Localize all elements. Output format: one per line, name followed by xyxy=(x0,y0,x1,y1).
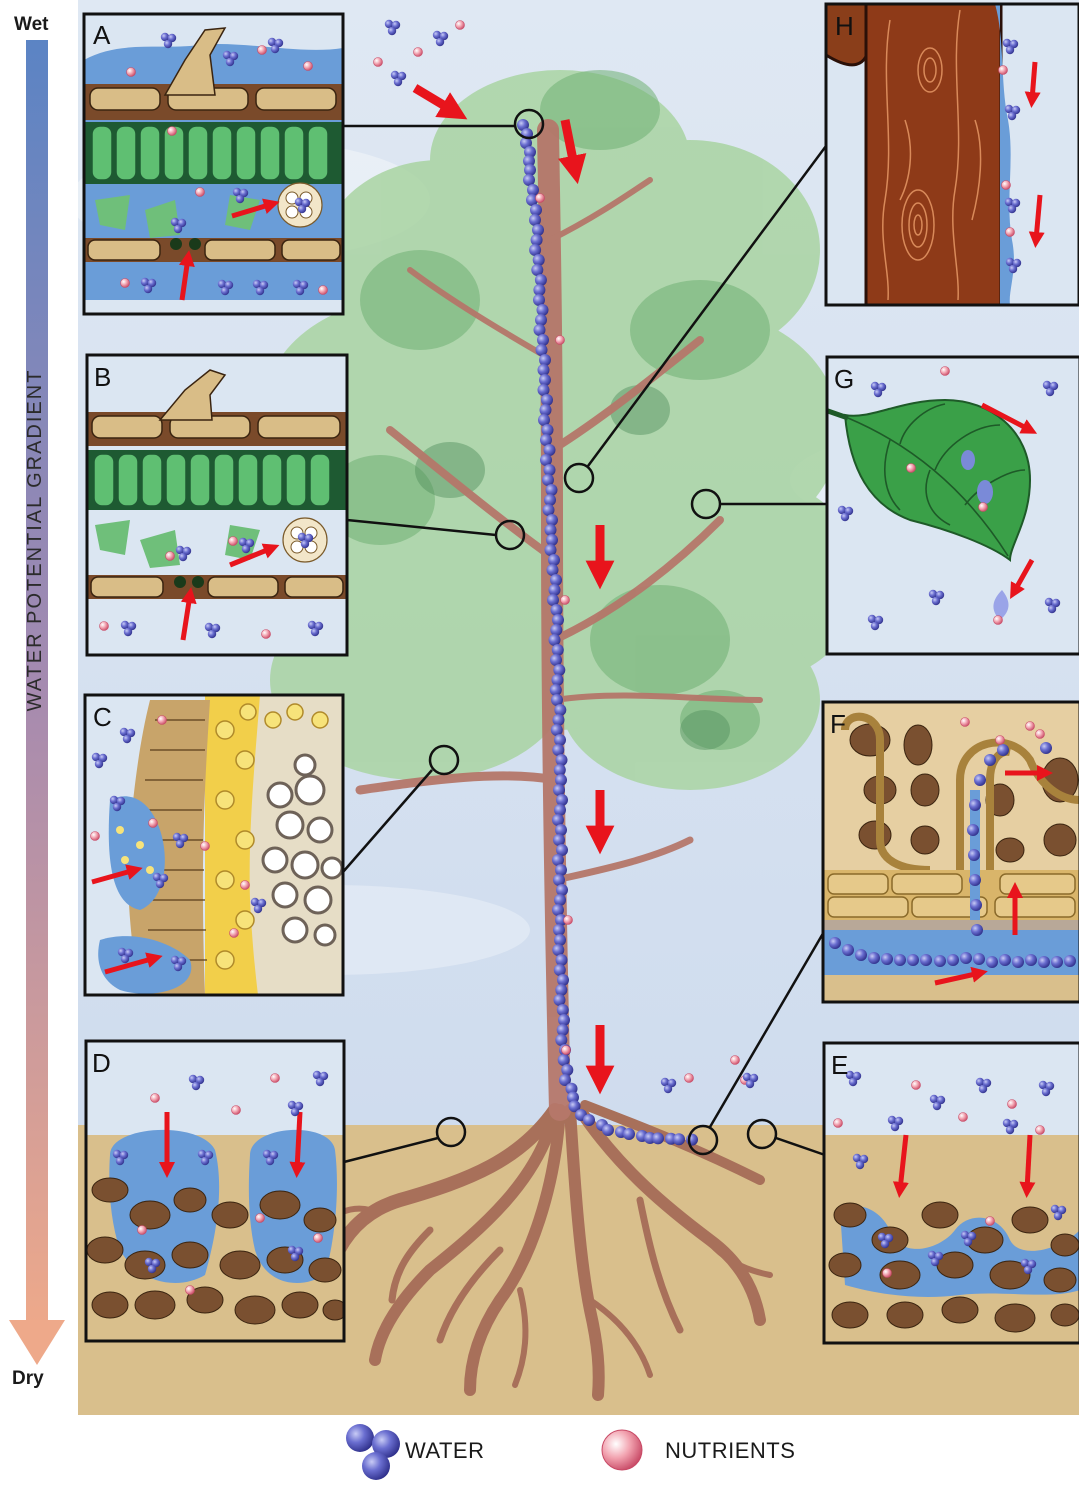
panel-g-letter: G xyxy=(834,364,854,394)
xylem-water-bead xyxy=(556,954,568,966)
panel-c: C xyxy=(85,695,343,995)
xylem-water-bead xyxy=(602,1124,614,1136)
xylem-water-bead xyxy=(555,864,567,876)
panel-a-letter: A xyxy=(93,20,111,50)
panel-c-letter: C xyxy=(93,702,112,732)
panel-g: G xyxy=(825,357,1079,654)
xylem-water-bead xyxy=(583,1114,595,1126)
xylem-water-bead xyxy=(673,1133,685,1145)
xylem-water-bead xyxy=(554,934,566,946)
panel-a: A xyxy=(84,14,343,314)
xylem-water-bead xyxy=(554,704,566,716)
panel-h-letter: H xyxy=(835,11,854,41)
xylem-water-bead xyxy=(652,1132,664,1144)
gradient-top-label: Wet xyxy=(14,14,48,36)
xylem-water-bead xyxy=(553,714,565,726)
xylem-water-bead xyxy=(552,614,564,626)
xylem-water-bead xyxy=(556,884,568,896)
xylem-water-bead xyxy=(554,804,566,816)
xylem-water-bead xyxy=(561,1064,573,1076)
panel-b: B xyxy=(87,355,347,655)
panel-d: D xyxy=(86,1041,347,1341)
legend-water-label: WATER xyxy=(405,1438,485,1464)
xylem-water-bead xyxy=(553,664,565,676)
water-legend-icon xyxy=(346,1424,400,1480)
xylem-water-bead xyxy=(555,824,567,836)
panel-e: E xyxy=(824,1043,1079,1343)
xylem-water-bead xyxy=(552,674,564,686)
panel-f-letter: F xyxy=(830,709,846,739)
xylem-water-bead xyxy=(556,754,568,766)
xylem-water-bead xyxy=(552,644,564,656)
xylem-water-bead xyxy=(556,794,568,806)
xylem-water-bead xyxy=(557,974,569,986)
panel-b-letter: B xyxy=(94,362,111,392)
xylem-water-bead xyxy=(623,1128,635,1140)
panel-e-letter: E xyxy=(831,1050,848,1080)
gradient-axis-title: WATER POTENTIAL GRADIENT xyxy=(24,280,50,800)
gradient-bottom-label: Dry xyxy=(12,1368,44,1390)
xylem-water-bead xyxy=(554,894,566,906)
panel-f: F xyxy=(823,702,1079,1002)
xylem-water-bead xyxy=(550,624,562,636)
panel-h: H xyxy=(826,0,1079,305)
nutrient-legend-icon xyxy=(602,1430,642,1470)
xylem-water-bead xyxy=(555,774,567,786)
xylem-water-bead xyxy=(555,984,567,996)
legend-nutrients-label: NUTRIENTS xyxy=(665,1438,795,1464)
xylem-water-bead xyxy=(554,734,566,746)
panel-d-letter: D xyxy=(92,1048,111,1078)
